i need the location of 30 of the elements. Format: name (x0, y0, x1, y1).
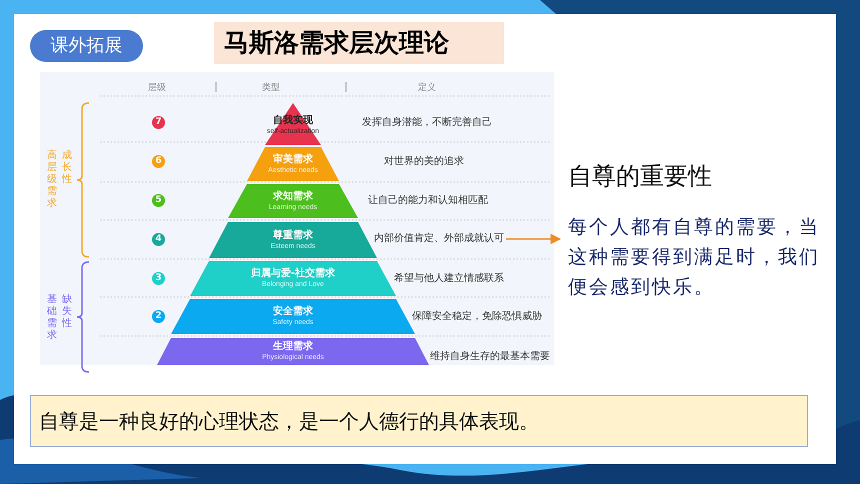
column-header: 类型 (262, 82, 280, 95)
arrow (506, 234, 562, 244)
paragraph: 每个人都有自尊的需要，当这种需要得到满足时，我们便会感到快乐。 (568, 215, 821, 300)
definition-text: 对世界的美的追求 (384, 155, 464, 169)
column-header: 定义 (418, 82, 436, 95)
definition-text: 让自己的能力和认知相匹配 (368, 194, 488, 208)
definition-text: 维持自身生存的最基本需要 (430, 350, 550, 364)
column-header: 层级 (148, 82, 166, 95)
level-name: 生理需求 (273, 341, 313, 353)
pyramid-level (157, 338, 429, 365)
pyramid-level (247, 147, 339, 181)
pyramid-level (190, 261, 396, 296)
category-label: 成长性 (62, 150, 72, 186)
definition-text: 保障安全稳定，免除恐惧威胁 (412, 310, 542, 324)
category-label: 缺失性 (62, 294, 72, 330)
definition-text: 内部价值肯定、外部成就认可 (374, 232, 504, 246)
highlight-box: 自尊是一种良好的心理状态，是一个人德行的具体表现。 (30, 395, 808, 447)
category-label: 基础需求 (47, 294, 57, 342)
level-name: 求知需求 (273, 190, 313, 202)
level-name: 审美需求 (273, 154, 313, 166)
level-name: 尊重需求 (273, 230, 313, 242)
category-label: 高层级需求 (47, 150, 57, 210)
level-name: 安全需求 (273, 306, 313, 318)
definition-text: 希望与他人建立情感联系 (394, 272, 504, 286)
pyramid-level (228, 184, 358, 218)
tag-pill: 课外拓展 (30, 30, 143, 62)
definition-text: 发挥自身潜能，不断完善自己 (362, 116, 492, 130)
level-name: 归属与爱-社交需求 (250, 268, 336, 280)
section-heading: 自尊的重要性 (568, 161, 713, 192)
title-banner: 马斯洛需求层次理论 (214, 22, 504, 64)
